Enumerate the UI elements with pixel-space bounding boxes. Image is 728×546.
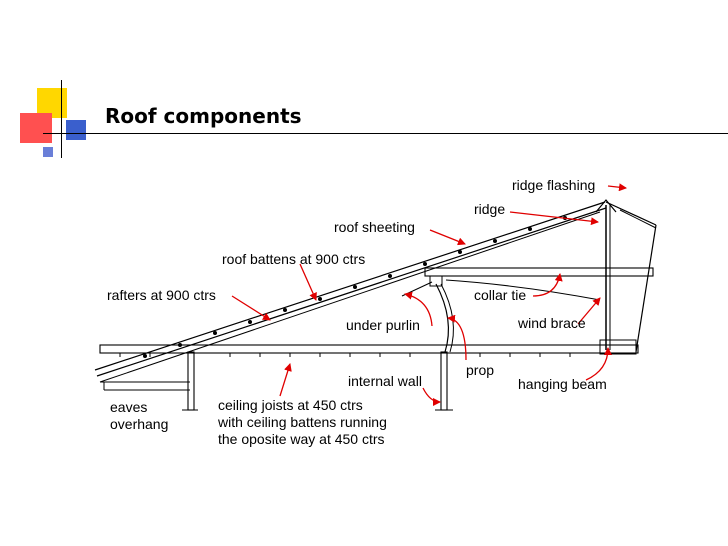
label-roof-battens: roof battens at 900 ctrs <box>222 251 365 267</box>
arrow-ceiling-joists <box>279 363 292 397</box>
arrow-hanging-beam <box>585 347 612 381</box>
leader-arrows <box>231 183 627 406</box>
label-wind-brace: wind brace <box>517 315 586 331</box>
label-rafters: rafters at 900 ctrs <box>107 287 216 303</box>
label-ceiling-joists: ceiling joists at 450 ctrs <box>218 397 363 413</box>
label-ceiling-direction: the oposite way at 450 ctrs <box>218 431 385 447</box>
label-roof-sheeting: roof sheeting <box>334 219 415 235</box>
arrow-collar-tie <box>532 273 563 297</box>
label-overhang: overhang <box>110 416 168 432</box>
decor-square-blue <box>66 120 86 140</box>
arrow-roof-sheeting <box>429 229 466 246</box>
arrow-roof-battens <box>299 263 317 301</box>
arrow-ridge <box>509 211 599 226</box>
arrow-rafters <box>231 295 271 321</box>
decor-square-small <box>43 147 53 157</box>
diagram-labels: ridge flashing ridge roof sheeting roof … <box>107 177 607 447</box>
label-ridge-flashing: ridge flashing <box>512 177 595 193</box>
arrow-under-purlin <box>404 291 433 327</box>
roof-structure <box>94 199 657 411</box>
arrow-internal-wall <box>422 387 441 406</box>
joist-ticks <box>119 353 571 357</box>
label-eaves: eaves <box>110 399 147 415</box>
arrow-prop <box>447 314 467 361</box>
arrow-ridge-flashing <box>607 183 627 192</box>
slide-title: Roof components <box>105 104 302 128</box>
label-collar-tie: collar tie <box>474 287 526 303</box>
title-underline <box>43 133 728 134</box>
decor-vertical-line <box>61 80 62 158</box>
label-internal-wall: internal wall <box>348 373 422 389</box>
label-prop: prop <box>466 362 494 378</box>
label-ceiling-battens: with ceiling battens running <box>217 414 387 430</box>
label-hanging-beam: hanging beam <box>518 376 607 392</box>
arrow-wind-brace <box>577 297 601 325</box>
label-ridge: ridge <box>474 201 505 217</box>
label-under-purlin: under purlin <box>346 317 420 333</box>
decor-square-red <box>20 113 52 143</box>
